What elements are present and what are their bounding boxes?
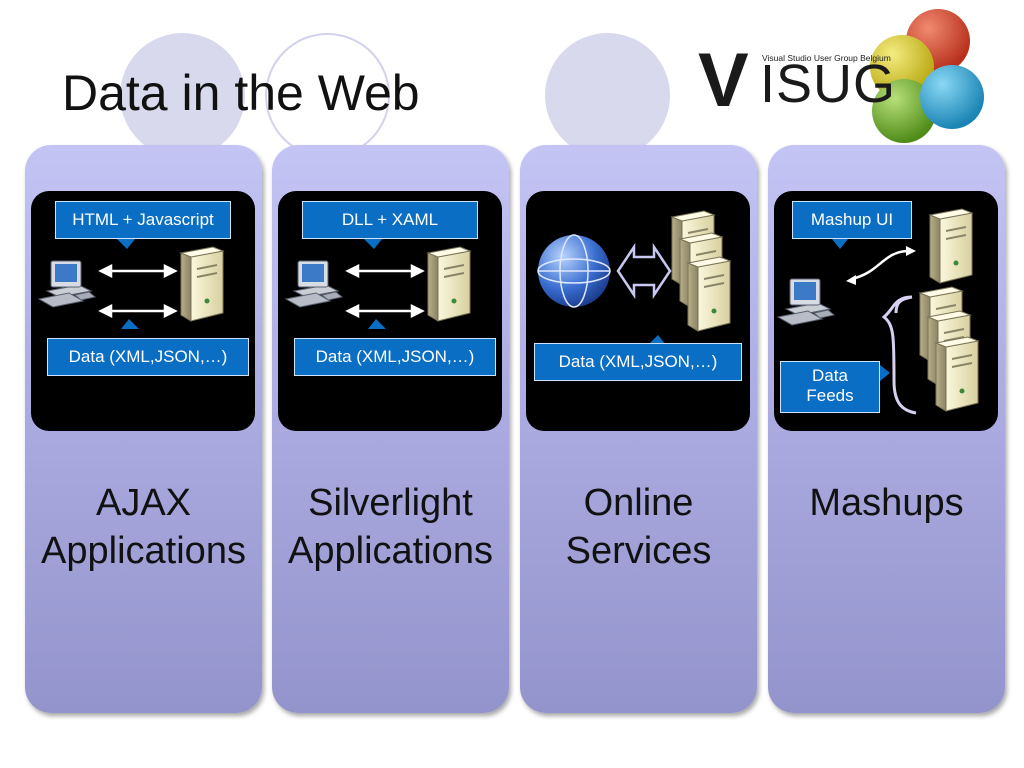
logo-tagline: Visual Studio User Group Belgium [762,53,891,63]
callout-data-xml-json: Data (XML,JSON,…) [47,338,249,376]
client-computer-icon [38,260,96,308]
panel-mashups: Mashup UI Data Feeds Mashups [768,145,1005,713]
callout-text: HTML + Javascript [72,210,214,229]
arrow-icon [345,263,425,319]
logo-letter-v: V [698,38,749,123]
callout-data-xml-json: Data (XML,JSON,…) [294,338,496,376]
brace-icon [881,295,917,415]
ajax-diagram [38,239,224,329]
server-stack-icon [919,286,979,412]
panel-silverlight: DLL + XAML Data (XML,JSON,…) Silverlight… [272,145,509,713]
callout-data-feeds: Data Feeds [780,361,880,413]
double-arrow-icon [616,242,672,300]
server-icon [929,208,973,284]
online-services-diagram [537,210,731,345]
client-computer-icon [285,260,343,308]
arrowhead-icon [906,246,916,256]
callout-dll-xaml: DLL + XAML [302,201,478,239]
callout-text: Data (XML,JSON,…) [68,347,228,366]
panel-label-ajax: AJAX Applications [25,479,262,575]
green-bubble [872,79,936,143]
panel-label-online-services: Online Services [520,479,757,575]
globe-icon [537,234,611,308]
panel-label-silverlight: Silverlight Applications [272,479,509,575]
curved-arrow-icon [851,249,911,281]
decorative-circle [120,33,245,158]
label-line: Silverlight [308,482,473,524]
decorative-circle [265,33,390,158]
panel-ajax: HTML + Javascript Data (XML,JSON,…) AJAX… [25,145,262,713]
visug-logo: V Visual Studio User Group Belgium ISUG [690,5,990,145]
blue-bubble [920,65,984,129]
diagram-box: Mashup UI Data Feeds [774,191,998,431]
panel-label-mashups: Mashups [768,479,1005,527]
diagram-box: DLL + XAML Data (XML,JSON,…) [278,191,502,431]
silverlight-diagram [285,239,471,329]
slide-title: Data in the Web [62,65,420,121]
logo-letters: ISUG [760,54,897,114]
diagram-box: Data (XML,JSON,…) [526,191,750,431]
callout-mashup-ui: Mashup UI [792,201,912,239]
panel-online-services: Data (XML,JSON,…) Online Services [520,145,757,713]
mashups-diagram [777,208,979,415]
callout-text: Data [812,366,848,385]
decorative-circle [545,33,670,158]
label-line: AJAX [95,482,192,524]
callout-text: DLL + XAML [341,210,439,229]
client-computer-icon [777,278,835,326]
server-stack-icon [671,210,731,332]
logo-bubbles [870,9,984,143]
label-line: Online [583,482,694,524]
label-line: Mashups [809,482,964,524]
label-line: Services [565,530,712,572]
arrowhead-icon [846,275,856,285]
callout-text: Data (XML,JSON,…) [315,347,475,366]
label-line: Applications [288,530,493,572]
diagram-box: HTML + Javascript Data (XML,JSON,…) [31,191,255,431]
callout-text: Data (XML,JSON,…) [558,352,718,371]
callout-text: Feeds [806,386,854,406]
callout-html-javascript: HTML + Javascript [55,201,231,239]
callout-text: Mashup UI [810,210,894,229]
label-line: Applications [41,530,246,572]
callout-data-xml-json: Data (XML,JSON,…) [534,343,742,381]
arrow-icon [98,263,178,319]
server-icon [427,246,471,322]
server-icon [180,246,224,322]
